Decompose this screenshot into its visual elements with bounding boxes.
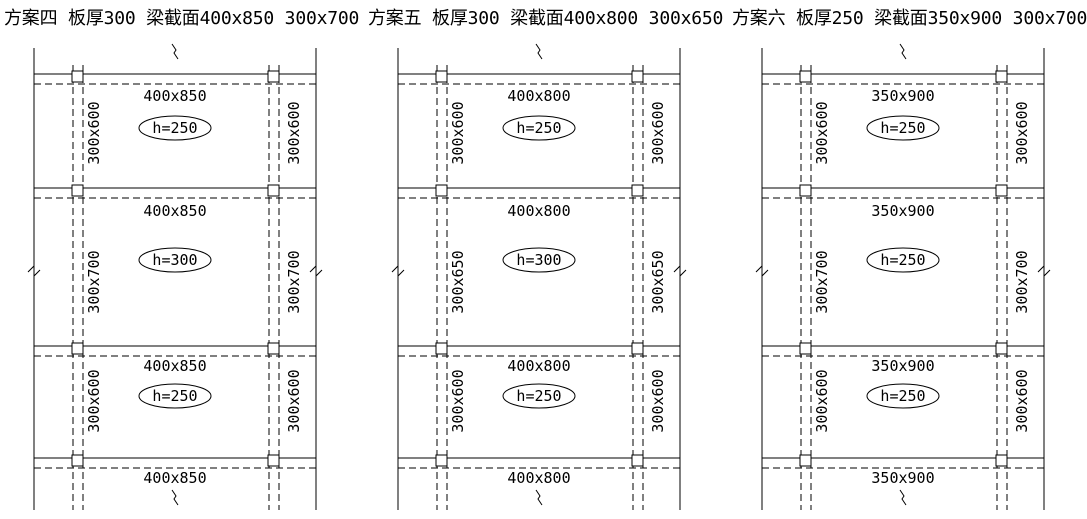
- slab-marker: [502, 383, 576, 409]
- side-beam-label: 300x650: [649, 250, 667, 313]
- side-beam-label: 300x600: [813, 369, 831, 432]
- column: [435, 184, 448, 197]
- side-beam-label: 300x600: [649, 101, 667, 164]
- side-beam-label: 300x600: [285, 101, 303, 164]
- column: [267, 184, 280, 197]
- column: [435, 454, 448, 467]
- break-mark: [171, 489, 179, 506]
- column: [799, 70, 812, 83]
- side-beam-label: 300x600: [85, 101, 103, 164]
- beam-label: 400x850: [143, 87, 206, 105]
- floor-plan-drawing: 350x900 350x900 350x900 350x900 h=250 300x600…: [755, 43, 1051, 510]
- beam-label: 400x850: [143, 357, 206, 375]
- column: [71, 70, 84, 83]
- column: [435, 342, 448, 355]
- slab-marker: [866, 115, 940, 141]
- slab-marker: [502, 115, 576, 141]
- beam-label: 400x850: [143, 469, 206, 487]
- break-mark: [171, 43, 179, 60]
- break-mark: [755, 264, 769, 278]
- slab-thickness-label: h=250: [152, 119, 197, 137]
- beam-label: 350x900: [871, 357, 934, 375]
- column: [267, 70, 280, 83]
- break-mark: [27, 264, 41, 278]
- slab-thickness-label: h=250: [516, 387, 561, 405]
- slab-thickness-label: h=250: [880, 387, 925, 405]
- side-beam-label: 300x600: [449, 101, 467, 164]
- column: [71, 184, 84, 197]
- slab-marker: [138, 383, 212, 409]
- side-beam-label: 300x600: [449, 369, 467, 432]
- column: [995, 454, 1008, 467]
- floor-plan-drawing: 400x800 400x800 400x800 400x800 h=250 300x600…: [391, 43, 687, 510]
- beam-label: 400x800: [507, 87, 570, 105]
- column: [267, 342, 280, 355]
- column: [435, 70, 448, 83]
- column: [631, 454, 644, 467]
- slab-thickness-label: h=250: [516, 119, 561, 137]
- beam-label: 400x800: [507, 469, 570, 487]
- break-mark: [1037, 264, 1051, 278]
- column: [799, 184, 812, 197]
- side-beam-label: 300x700: [285, 250, 303, 313]
- side-beam-label: 300x600: [85, 369, 103, 432]
- slab-marker: [866, 383, 940, 409]
- break-mark: [535, 489, 543, 506]
- beam-label: 350x900: [871, 87, 934, 105]
- column: [71, 454, 84, 467]
- side-beam-label: 300x650: [449, 250, 467, 313]
- slab-marker: [502, 247, 576, 273]
- column: [995, 184, 1008, 197]
- slab-thickness-label: h=300: [516, 251, 561, 269]
- break-mark: [535, 43, 543, 60]
- side-beam-label: 300x600: [285, 369, 303, 432]
- break-mark: [391, 264, 405, 278]
- beam-label: 350x900: [871, 469, 934, 487]
- side-beam-label: 300x700: [1013, 250, 1031, 313]
- panel-title: 方案四 板厚300 梁截面400x850 300x700: [4, 8, 360, 29]
- panel-title: 方案六 板厚250 梁截面350x900 300x700: [732, 8, 1087, 29]
- column: [995, 70, 1008, 83]
- slab-thickness-label: h=250: [880, 251, 925, 269]
- break-mark: [309, 264, 323, 278]
- side-beam-label: 300x700: [85, 250, 103, 313]
- side-beam-label: 300x600: [1013, 101, 1031, 164]
- slab-marker: [138, 247, 212, 273]
- slab-thickness-label: h=300: [152, 251, 197, 269]
- column: [71, 342, 84, 355]
- column: [631, 342, 644, 355]
- beam-label: 400x800: [507, 357, 570, 375]
- side-beam-label: 300x600: [813, 101, 831, 164]
- break-mark: [899, 489, 907, 506]
- column: [631, 184, 644, 197]
- column: [799, 454, 812, 467]
- slab-marker: [866, 247, 940, 273]
- side-beam-label: 300x600: [1013, 369, 1031, 432]
- slab-marker: [138, 115, 212, 141]
- side-beam-label: 300x600: [649, 369, 667, 432]
- column: [799, 342, 812, 355]
- column: [631, 70, 644, 83]
- beam-label: 400x850: [143, 202, 206, 220]
- beam-label: 350x900: [871, 202, 934, 220]
- side-beam-label: 300x700: [813, 250, 831, 313]
- panel-title: 方案五 板厚300 梁截面400x800 300x650: [368, 8, 724, 29]
- slab-thickness-label: h=250: [152, 387, 197, 405]
- beam-label: 400x800: [507, 202, 570, 220]
- column: [267, 454, 280, 467]
- floor-plan-drawing: 400x850 400x850 400x850 400x850 h=250 300x600…: [27, 43, 323, 510]
- slab-thickness-label: h=250: [880, 119, 925, 137]
- break-mark: [673, 264, 687, 278]
- column: [995, 342, 1008, 355]
- break-mark: [899, 43, 907, 60]
